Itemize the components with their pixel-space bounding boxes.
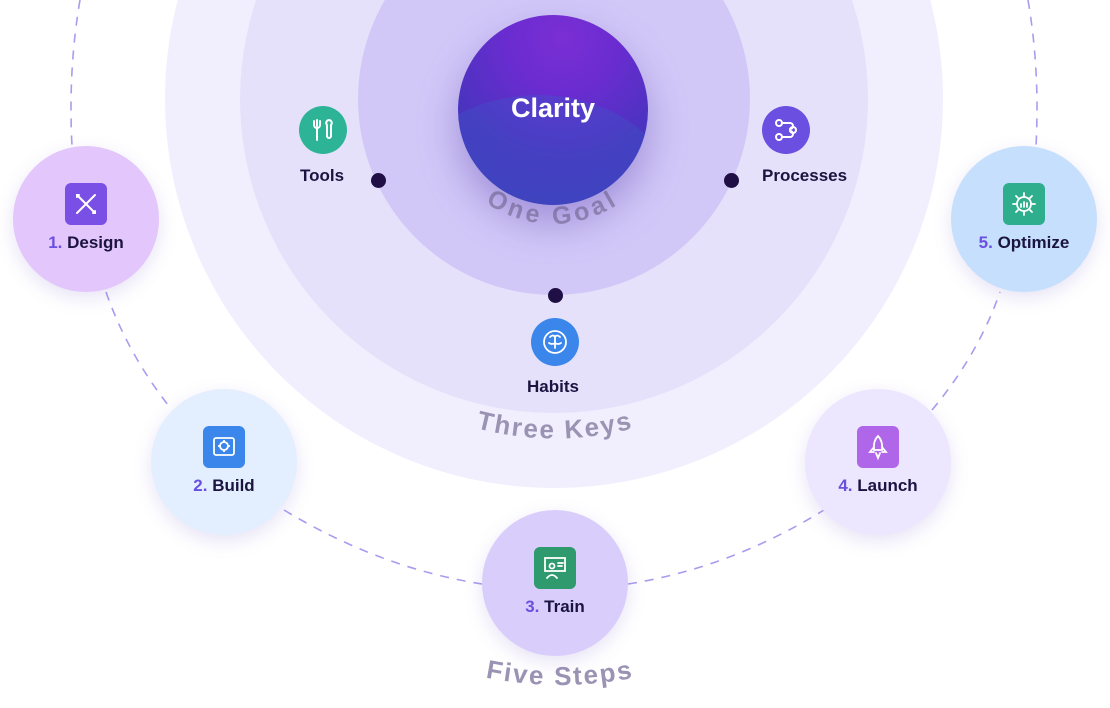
clarity-label: Clarity [510,93,596,123]
step-optimize-label: 5. Optimize [951,233,1097,253]
processes-connector-dot [724,173,739,188]
brain-icon [531,318,579,366]
dashed-connector-design-build [105,291,173,411]
clarity-goal-orb: Clarity [458,15,648,205]
step-launch: 4. Launch [805,389,951,535]
dashed-connector-build-train [283,509,483,585]
step-title: Build [212,476,255,495]
step-number: 1. [48,233,63,252]
step-train: 3. Train [482,510,628,656]
gear-chart-icon [1003,183,1045,225]
five-steps-caption: Five Steps [484,654,635,691]
tools-connector-dot [371,173,386,188]
habits-connector-dot [548,288,563,303]
step-title: Train [544,597,585,616]
dashed-connector-right-top [1027,0,1038,147]
step-optimize: 5. Optimize [951,146,1097,292]
step-design-label: 1. Design [13,233,159,253]
rocket-icon [857,426,899,468]
step-number: 5. [978,233,993,252]
step-title: Launch [857,476,918,495]
processes-label: Processes [762,166,848,185]
tools-icon [299,106,347,154]
step-title: Optimize [997,233,1070,252]
step-number: 3. [525,597,540,616]
step-title: Design [67,233,124,252]
process-flow-icon [762,106,810,154]
ruler-pencil-icon [65,183,107,225]
step-number: 4. [838,476,853,495]
dashed-connector-train-launch [627,509,825,585]
three-keys-caption: Three Keys [474,405,635,445]
step-design: 1. Design [13,146,159,292]
blueprint-icon [203,426,245,468]
step-number: 2. [193,476,208,495]
step-train-label: 3. Train [482,597,628,617]
step-launch-label: 4. Launch [805,476,951,496]
step-build-label: 2. Build [151,476,297,496]
habits-label: Habits [527,377,579,396]
step-build: 2. Build [151,389,297,535]
dashed-connector-launch-optimize [931,291,1001,411]
presentation-icon [534,547,576,589]
dashed-connector-left-top [70,0,81,147]
tools-label: Tools [300,166,345,185]
